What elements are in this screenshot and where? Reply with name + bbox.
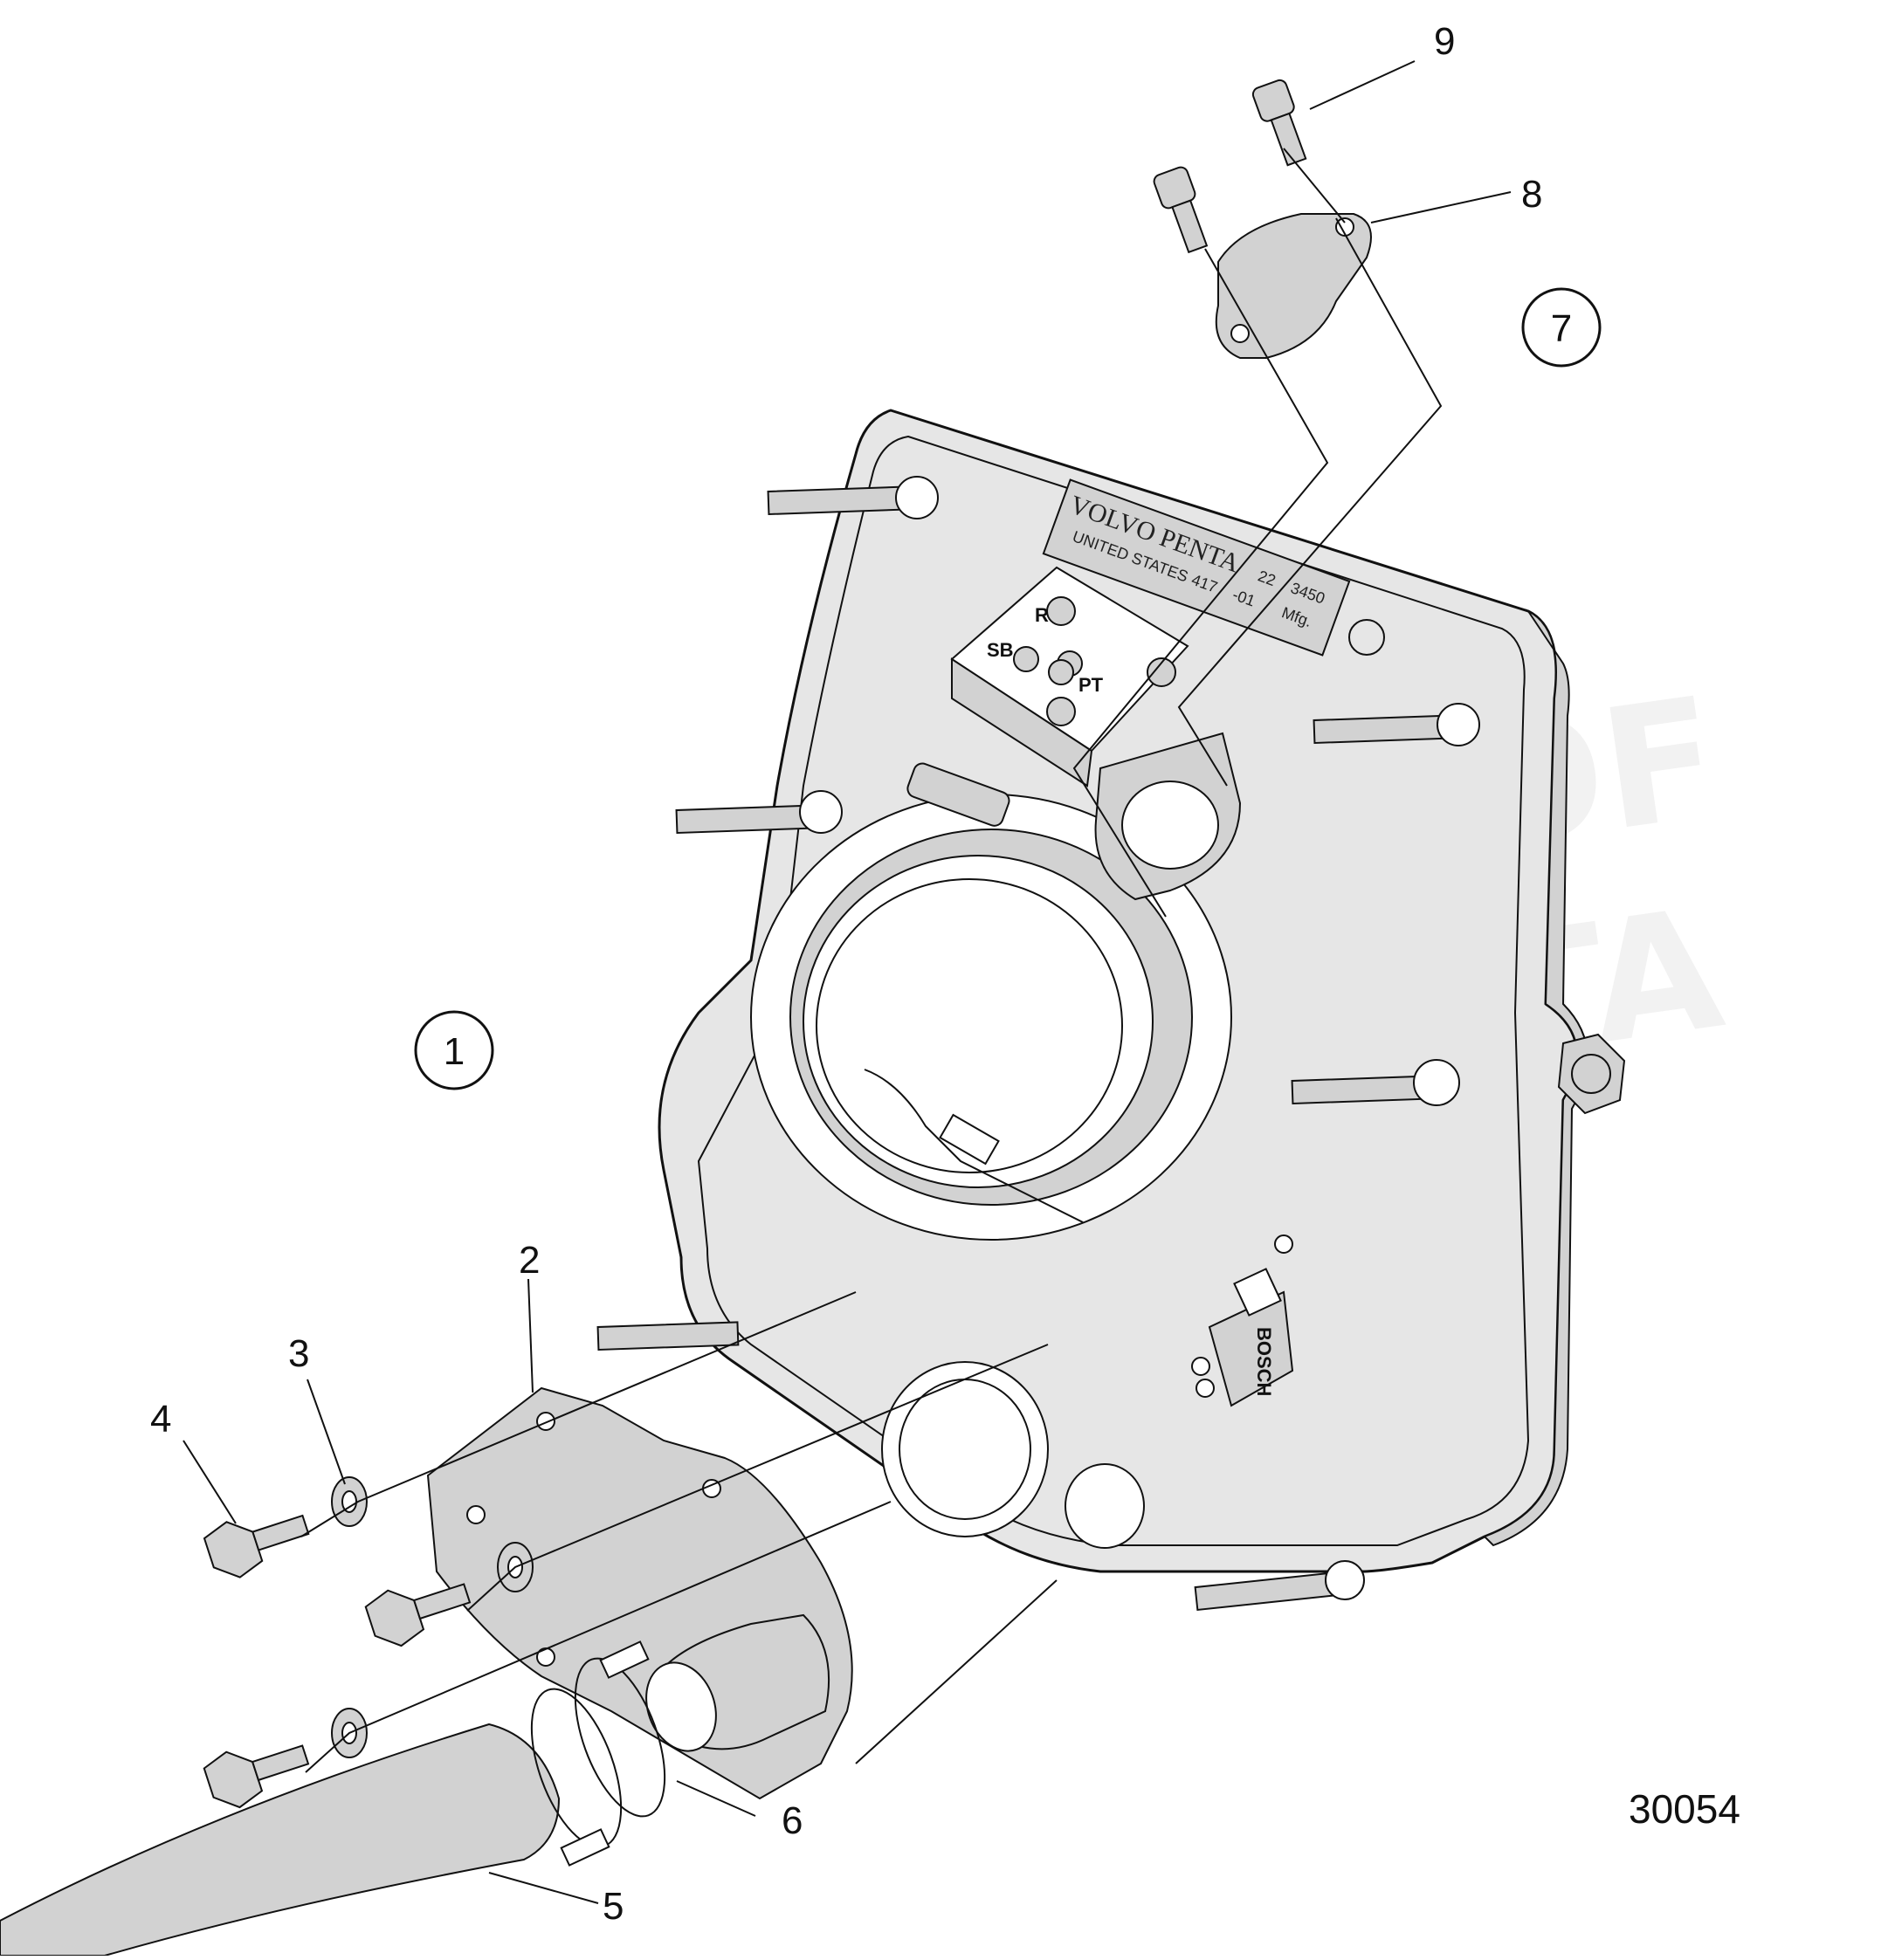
leader-5 [488, 1872, 599, 1904]
assembly-line-elbow-3 [305, 1501, 892, 1773]
bell-bore-inner [816, 878, 1123, 1173]
hex-nut-body [1557, 1033, 1626, 1115]
lower-port-small [1065, 1463, 1145, 1549]
callout-9: 9 [1434, 20, 1455, 63]
stud-5 [596, 1321, 740, 1351]
housing-side-wall [1483, 609, 1588, 1547]
cap-screw-upper [1251, 79, 1307, 167]
internal-cable [864, 1069, 1084, 1223]
leader-3 [307, 1379, 346, 1485]
hose-body [0, 1723, 561, 1957]
cover-plate-body [1215, 213, 1372, 359]
leader-2 [527, 1278, 534, 1393]
bolt-2 [364, 1583, 472, 1647]
port-block: R SB PT [950, 566, 1189, 787]
id-plate [906, 762, 1010, 827]
callout-3: 3 [288, 1332, 309, 1375]
recycle-mark [1348, 619, 1385, 656]
callout-2: 2 [519, 1239, 540, 1282]
cable-clip [939, 1113, 1000, 1166]
cover-plate-hole-2 [1230, 324, 1250, 343]
bolt-1 [203, 1514, 310, 1578]
callout-1-circle [414, 1010, 494, 1090]
callout-1: 1 [444, 1030, 465, 1073]
assembly-line-cover-2 [1177, 217, 1443, 787]
stud-6 [1194, 1560, 1365, 1612]
housing: R SB PT VOLVO PENTA UNITED STATES 417 -0… [596, 409, 1626, 1612]
washer-1-hole [341, 1490, 357, 1513]
circled-callout-7: 7 [1521, 287, 1602, 368]
assembly-line-elbow-4 [855, 1579, 1058, 1764]
cover-plate-hole-1 [1335, 217, 1354, 237]
stud-4 [1291, 1059, 1460, 1106]
cover-plate [1215, 213, 1372, 359]
port-label-sb: SB [987, 639, 1014, 661]
elbow-plate-hole-3 [466, 1505, 486, 1524]
hose-clamp-2 [574, 1657, 666, 1818]
sensor-screw-3 [1274, 1234, 1293, 1254]
bolt-3 [203, 1744, 310, 1809]
callout-5: 5 [603, 1885, 624, 1928]
callout-4: 4 [150, 1398, 171, 1441]
callout-7-circle [1521, 287, 1602, 368]
sensor-screw-1 [1196, 1379, 1215, 1398]
callout-7: 7 [1551, 307, 1572, 350]
sensor-brand-label: BOSCH [1253, 1327, 1275, 1396]
leader-8 [1370, 191, 1512, 224]
stud-1 [767, 476, 939, 519]
cover-flange-hole [1121, 781, 1219, 870]
port-hole-top [1046, 596, 1076, 626]
bolts [203, 1514, 472, 1809]
port-hole-pt [1048, 659, 1074, 685]
sensor-connector [1233, 1268, 1282, 1317]
exhaust-hose [0, 1723, 561, 1957]
cap-screw-lower [1153, 166, 1209, 254]
callout-6: 6 [782, 1799, 803, 1842]
circled-callout-1: 1 [414, 1010, 494, 1090]
housing-studs [596, 476, 1480, 1612]
lower-port-large [881, 1361, 1049, 1537]
port-hole-bottom [1046, 697, 1076, 726]
hose-clamps [530, 1640, 666, 1867]
sensor-screw-2 [1191, 1357, 1210, 1376]
elbow-plate [426, 1386, 853, 1800]
leader-4 [183, 1440, 237, 1524]
side-hex-nut [1557, 1033, 1626, 1115]
washers [331, 1476, 534, 1758]
figure-number: 30054 [1629, 1786, 1740, 1832]
clamp-screw-1 [599, 1640, 650, 1679]
port-hole-sb [1013, 646, 1039, 672]
port-hole-right [1147, 657, 1176, 687]
assembly-line-elbow-2 [466, 1344, 1049, 1612]
assembly-line-elbow-1 [300, 1291, 857, 1537]
port-label-r: R [1035, 604, 1049, 626]
elbow-plate-hole-1 [536, 1412, 555, 1431]
spigot-opening [645, 1661, 717, 1752]
leader-6 [676, 1780, 756, 1817]
stud-3 [1313, 703, 1480, 746]
port-block-side [951, 657, 1093, 787]
assembly-line-cover-1 [1072, 248, 1329, 918]
callout-8: 8 [1521, 173, 1542, 216]
assembly-line-screw-9 [1283, 148, 1346, 224]
port-label-pt: PT [1078, 674, 1104, 696]
stud-2 [675, 790, 843, 835]
brand-panel-plate [1042, 478, 1351, 657]
hex-nut-face [1571, 1054, 1611, 1094]
leader-9 [1309, 60, 1416, 110]
clamp-screw-2 [560, 1828, 610, 1867]
housing-inner-rim [697, 435, 1530, 1546]
bosch-sensor: BOSCH [1191, 1234, 1294, 1407]
bell-bore [803, 855, 1154, 1188]
